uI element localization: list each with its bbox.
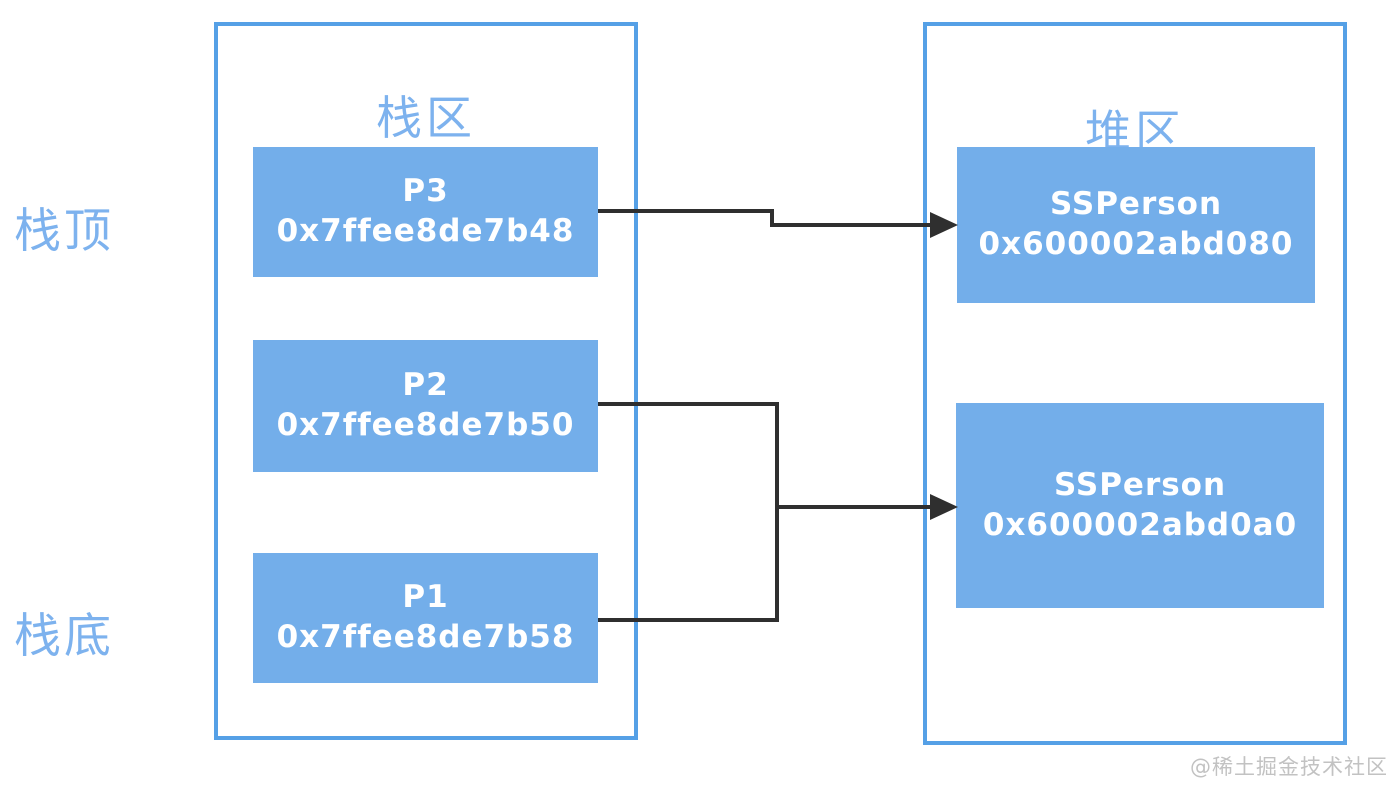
- stack-frame-p1: P1 0x7ffee8de7b58: [253, 553, 598, 683]
- pointer-name: P1: [402, 579, 449, 616]
- pointer-address: 0x7ffee8de7b50: [276, 407, 575, 443]
- stack-frame-p2: P2 0x7ffee8de7b50: [253, 340, 598, 472]
- heap-object-ssperson-0a0: SSPerson 0x600002abd0a0: [956, 403, 1324, 608]
- pointer-address: 0x7ffee8de7b48: [276, 213, 575, 249]
- object-address: 0x600002abd0a0: [982, 506, 1298, 543]
- object-class-name: SSPerson: [1053, 466, 1227, 503]
- object-address: 0x600002abd080: [978, 226, 1294, 262]
- stack-top-label: 栈顶: [14, 204, 114, 259]
- pointer-name: P3: [402, 173, 449, 210]
- stack-bottom-label: 栈底: [14, 609, 114, 664]
- object-class-name: SSPerson: [1049, 186, 1223, 223]
- pointer-name: P2: [402, 367, 449, 404]
- heap-region: 堆区: [923, 22, 1347, 745]
- watermark-text: @稀土掘金技术社区: [1190, 755, 1388, 779]
- stack-region-title: 栈区: [376, 91, 476, 145]
- heap-object-ssperson-080: SSPerson 0x600002abd080: [957, 147, 1315, 303]
- arrow-p3-to-heap1: [598, 209, 932, 227]
- stack-frame-p3: P3 0x7ffee8de7b48: [253, 147, 598, 277]
- pointer-address: 0x7ffee8de7b58: [276, 619, 575, 655]
